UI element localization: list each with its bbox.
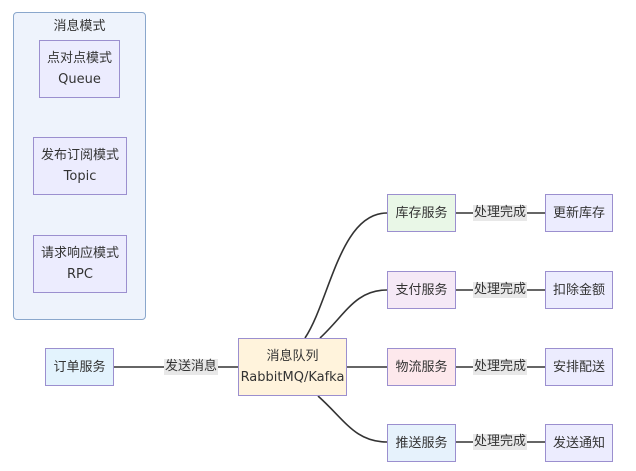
mode-sub: RPC xyxy=(67,267,93,282)
logistics-done-label: 处理完成 xyxy=(473,359,528,375)
result-label: 更新库存 xyxy=(552,205,605,221)
deduct-amount-node: 扣除金额 xyxy=(545,271,613,309)
logistics-service-node: 物流服务 xyxy=(387,348,456,386)
mode-node-queue: 点对点模式 Queue xyxy=(39,40,120,98)
order-service-node: 订单服务 xyxy=(45,348,114,386)
message-queue-node: 消息队列 RabbitMQ/Kafka xyxy=(238,338,347,396)
edge-queue-to-payment xyxy=(319,289,388,339)
service-label: 库存服务 xyxy=(395,205,448,221)
edge-queue-to-push xyxy=(317,395,388,443)
arrange-delivery-node: 安排配送 xyxy=(545,348,613,386)
push-service-node: 推送服务 xyxy=(387,424,456,462)
send-notification-node: 发送通知 xyxy=(545,424,613,462)
cluster-title: 消息模式 xyxy=(53,19,106,34)
edge-queue-to-inventory xyxy=(304,212,388,339)
result-label: 发送通知 xyxy=(552,435,605,451)
mode-name: 发布订阅模式 xyxy=(40,148,119,163)
mode-name: 点对点模式 xyxy=(46,51,112,66)
push-done-label: 处理完成 xyxy=(473,434,528,450)
inventory-done-label: 处理完成 xyxy=(473,205,528,221)
mode-sub: Queue xyxy=(58,72,101,87)
result-label: 安排配送 xyxy=(552,359,605,375)
service-label: 物流服务 xyxy=(395,359,448,375)
service-label: 支付服务 xyxy=(395,282,448,298)
update-inventory-node: 更新库存 xyxy=(545,194,613,232)
service-label: 推送服务 xyxy=(395,435,448,451)
payment-done-label: 处理完成 xyxy=(473,282,528,298)
order-service-label: 订单服务 xyxy=(53,359,106,375)
mode-sub: Topic xyxy=(63,169,97,184)
mode-node-topic: 发布订阅模式 Topic xyxy=(33,137,127,195)
send-message-label: 发送消息 xyxy=(164,359,219,375)
mode-name: 请求响应模式 xyxy=(40,246,119,261)
queue-title: 消息队列 xyxy=(266,349,319,364)
inventory-service-node: 库存服务 xyxy=(387,194,456,232)
payment-service-node: 支付服务 xyxy=(387,271,456,309)
mode-node-rpc: 请求响应模式 RPC xyxy=(33,235,127,293)
result-label: 扣除金额 xyxy=(552,282,605,298)
queue-subtitle: RabbitMQ/Kafka xyxy=(240,370,345,385)
